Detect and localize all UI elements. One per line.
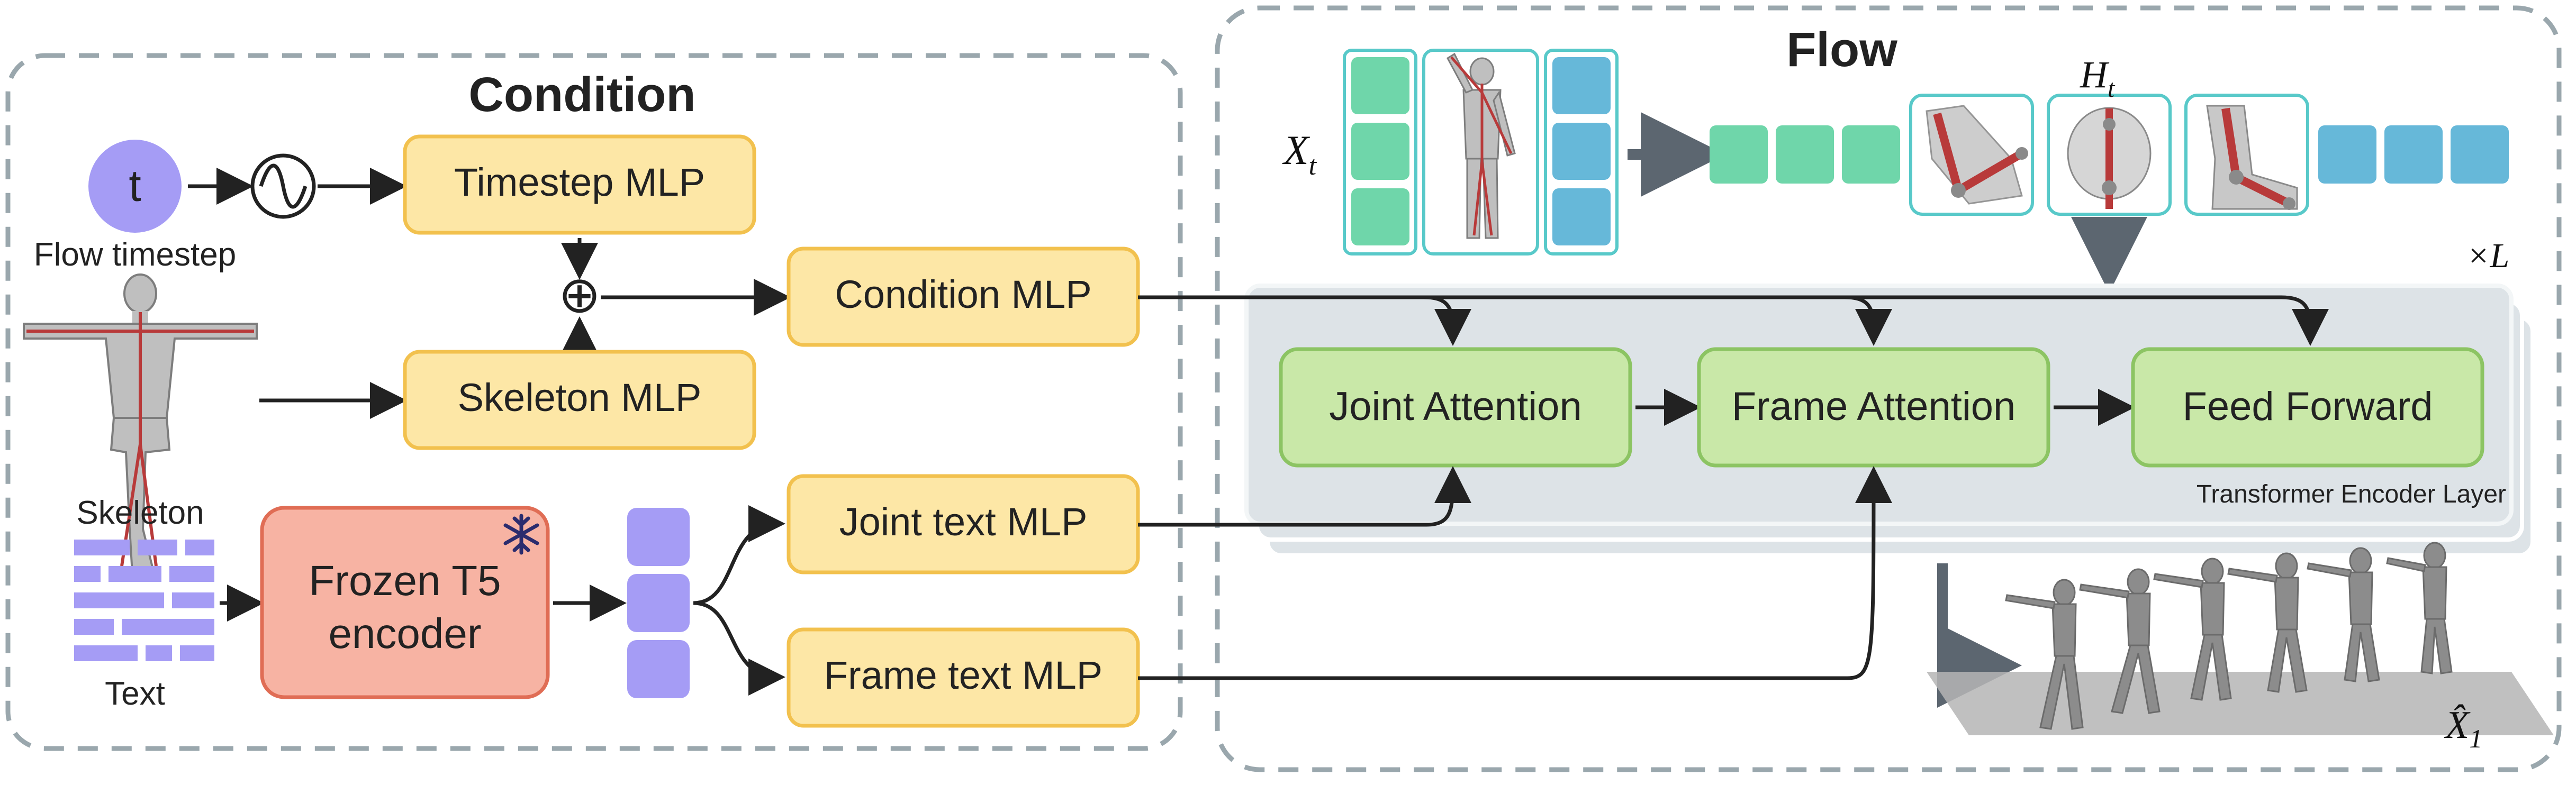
xt-input-tokens — [1343, 49, 1619, 255]
output-motion-sequence — [1927, 542, 2554, 735]
waving-character-icon — [1447, 52, 1516, 239]
encoder-label: encoder — [328, 610, 481, 657]
condition-panel — [5, 53, 1183, 751]
text-embedding-tokens — [627, 508, 690, 698]
timestep-mlp-box: Timestep MLP — [403, 134, 756, 235]
joint-shoulder-icon — [1926, 105, 2028, 205]
x1-output-label: X̂1 — [2444, 704, 2482, 753]
feed-forward-box: Feed Forward — [2131, 347, 2484, 468]
frame-text-mlp-box: Frame text MLP — [787, 627, 1140, 728]
joint-attention-label: Joint Attention — [1329, 384, 1581, 429]
skeleton-mlp-label: Skeleton MLP — [458, 376, 702, 419]
add-operator: ⊕ — [558, 267, 601, 323]
snowflake-icon — [503, 514, 539, 555]
text-label: Text — [105, 676, 165, 712]
condition-mlp-label: Condition MLP — [835, 272, 1091, 316]
frame-attention-box: Frame Attention — [1697, 347, 2050, 468]
skeleton-label: Skeleton — [76, 495, 204, 531]
xt-label: Xt — [1282, 127, 1317, 181]
frozen-t5-label: Frozen T5 — [309, 557, 501, 604]
ht-token-sequence — [1710, 94, 2509, 216]
timestep-circle — [88, 140, 182, 233]
repeat-l-label: ×L — [2466, 236, 2509, 275]
joint-text-mlp-label: Joint text MLP — [839, 500, 1088, 544]
flow-title: Flow — [1786, 23, 1897, 77]
joint-foot-icon — [2206, 105, 2298, 210]
frozen-t5-encoder-box: Frozen T5 encoder — [260, 506, 550, 699]
layer-caption: Transformer Encoder Layer — [2197, 480, 2506, 508]
condition-mlp-box: Condition MLP — [787, 247, 1140, 347]
text-icon — [74, 540, 214, 661]
frame-attention-label: Frame Attention — [1732, 384, 2016, 429]
feed-forward-label: Feed Forward — [2182, 384, 2433, 429]
joint-head-icon — [2067, 107, 2152, 209]
joint-attention-box: Joint Attention — [1279, 347, 1632, 468]
timestep-label: Flow timestep — [34, 236, 236, 273]
sine-wave-icon — [259, 163, 308, 209]
skeleton-figure — [23, 273, 258, 576]
flow-panel — [1215, 5, 2562, 772]
condition-title: Condition — [468, 68, 695, 122]
joint-text-mlp-box: Joint text MLP — [787, 474, 1140, 574]
timestep-mlp-label: Timestep MLP — [454, 160, 705, 204]
timestep-symbol: t — [129, 161, 141, 211]
ht-label: Ht — [2080, 53, 2116, 103]
frame-text-mlp-label: Frame text MLP — [824, 653, 1102, 697]
skeleton-mlp-box: Skeleton MLP — [403, 350, 756, 450]
